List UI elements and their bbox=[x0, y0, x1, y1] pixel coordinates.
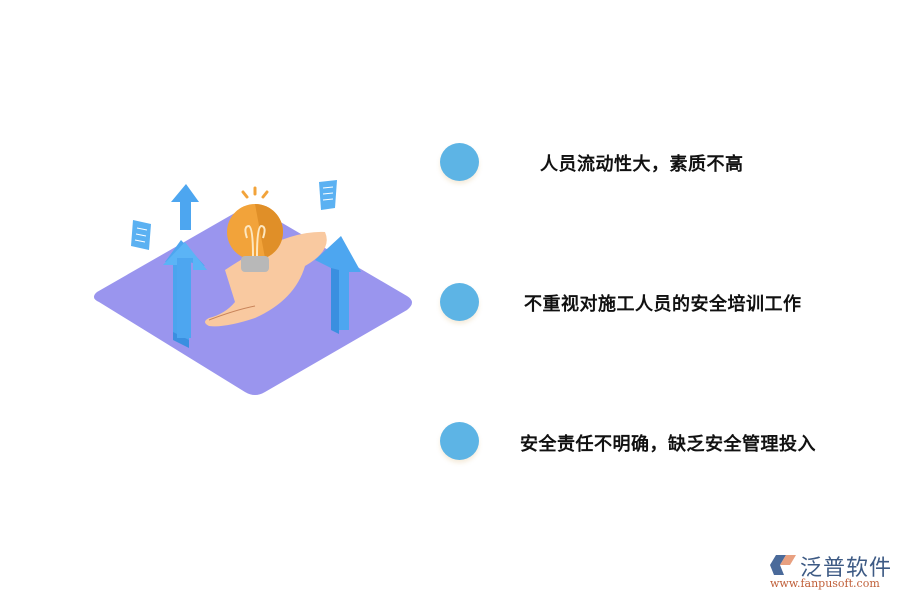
arrow-up-icon-right bbox=[315, 236, 361, 334]
arrow-up-icon bbox=[163, 240, 207, 348]
bullet-dot bbox=[440, 283, 479, 321]
illustration-hand-lightbulb bbox=[85, 170, 425, 410]
item-label: 安全责任不明确，缺乏安全管理投入 bbox=[520, 434, 816, 455]
logo-name: 泛普软件 bbox=[800, 556, 893, 581]
bullet-dot bbox=[440, 422, 479, 460]
item-label: 人员流动性大，素质不高 bbox=[540, 154, 744, 175]
paper-icon-left bbox=[131, 220, 151, 250]
paper-icon-right bbox=[319, 180, 337, 210]
hand-icon bbox=[205, 231, 327, 327]
logo-url: www.fanpusoft.com bbox=[770, 577, 880, 590]
lightbulb-icon bbox=[227, 186, 283, 272]
bullet-dot bbox=[440, 143, 479, 181]
brand-logo: 泛普软件 www.fanpusoft.com bbox=[770, 550, 895, 595]
item-label: 不重视对施工人员的安全培训工作 bbox=[524, 294, 802, 315]
logo-mark-icon bbox=[770, 555, 796, 575]
arrow-up-small-icon bbox=[171, 184, 199, 230]
